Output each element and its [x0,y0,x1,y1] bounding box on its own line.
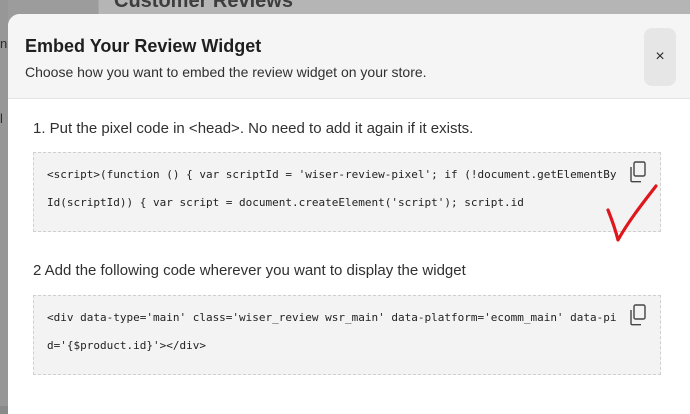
close-icon: × [655,48,665,65]
widget-code-text[interactable]: <div data-type='main' class='wiser_revie… [47,311,617,352]
copy-icon[interactable] [628,161,648,183]
copy-icon[interactable] [628,304,648,326]
modal-title: Embed Your Review Widget [25,36,262,56]
close-button[interactable]: × [644,28,676,86]
step-2-label: 2 Add the following code wherever you wa… [33,262,466,279]
pixel-code-box[interactable]: <script>(function () { var scriptId = 'w… [33,152,661,232]
background-page-title: Customer Reviews [114,0,293,12]
red-checkmark-annotation [606,184,658,242]
sidebar-text-fragment: l [0,111,3,126]
sidebar-text-fragment: n [0,36,8,51]
modal-subtitle: Choose how you want to embed the review … [25,64,427,80]
background-sidebar [0,0,8,406]
widget-code-box[interactable]: <div data-type='main' class='wiser_revie… [33,295,661,375]
embed-widget-modal: Embed Your Review Widget Choose how you … [8,14,690,414]
step-1-label: 1. Put the pixel code in <head>. No need… [33,120,474,137]
pixel-code-text[interactable]: <script>(function () { var scriptId = 'w… [47,168,617,209]
modal-header: Embed Your Review Widget Choose how you … [8,14,690,99]
